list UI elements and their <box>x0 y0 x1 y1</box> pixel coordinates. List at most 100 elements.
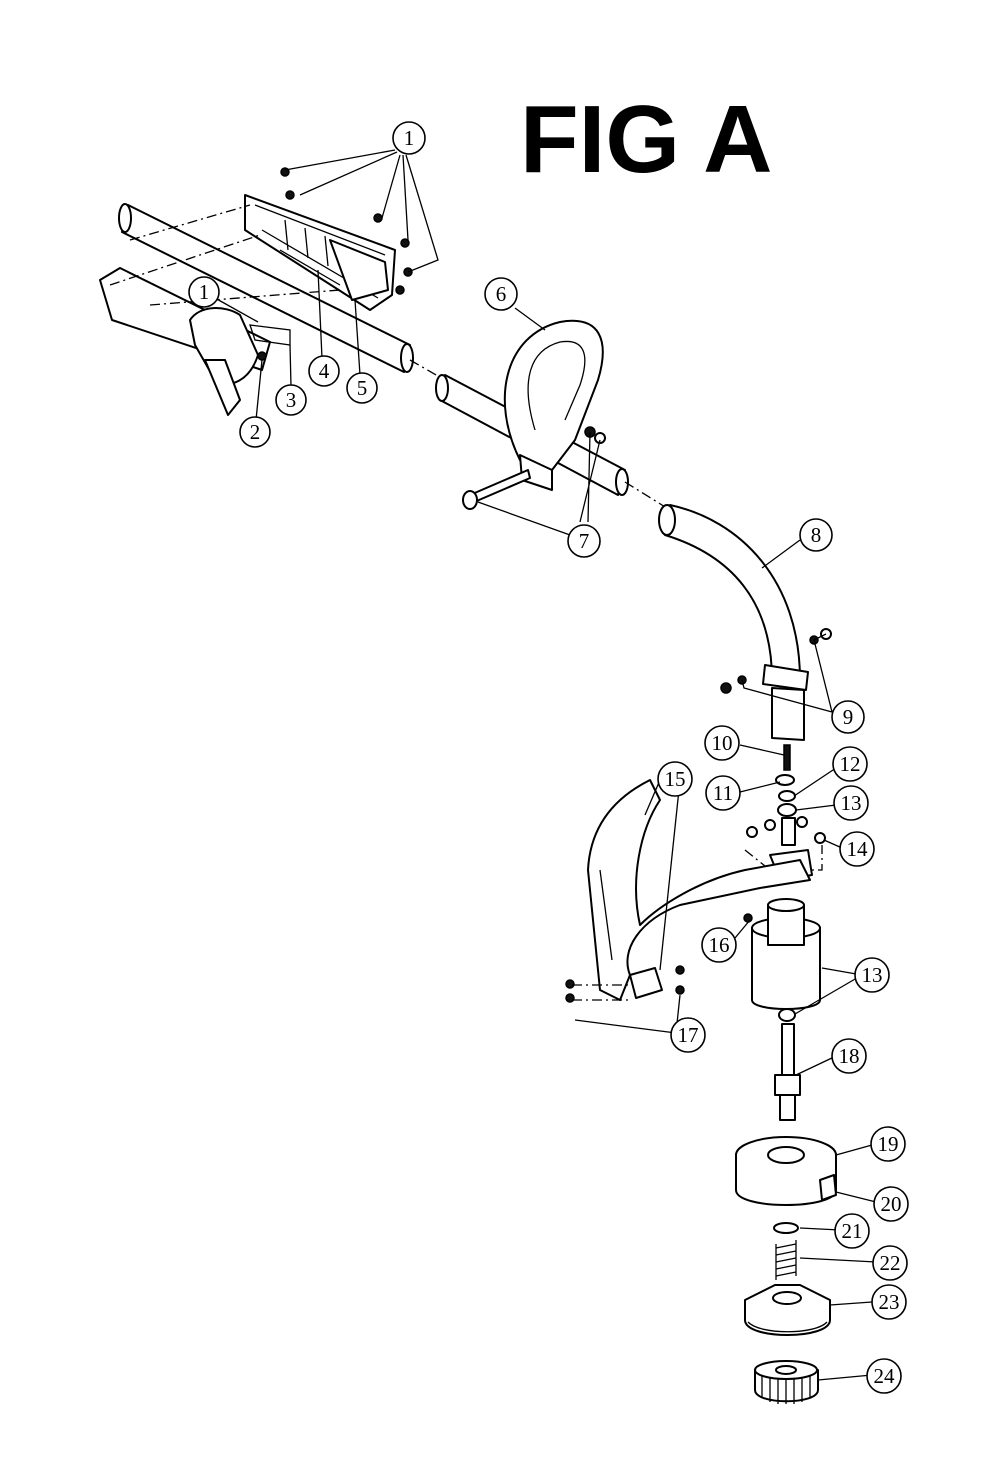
callout-18: 18 <box>831 1038 867 1074</box>
callout-11: 11 <box>705 775 741 811</box>
curved-shaft-end <box>658 504 676 536</box>
trigger-lever <box>204 359 241 416</box>
svg-text:4: 4 <box>319 359 330 383</box>
curved-shaft-8 <box>664 504 801 681</box>
guard-assembly <box>565 744 826 1010</box>
trimmer-head-assembly <box>735 1008 837 1404</box>
svg-text:12: 12 <box>840 752 861 776</box>
housing-latch <box>329 239 389 301</box>
screw-14a <box>746 826 758 838</box>
middle-shaft-end <box>435 374 449 402</box>
svg-text:5: 5 <box>357 376 368 400</box>
svg-text:19: 19 <box>878 1132 899 1156</box>
screw-14c <box>796 816 808 828</box>
housing-ribs <box>254 204 386 299</box>
assembly-lines-guard-screws <box>572 984 630 1001</box>
svg-text:1: 1 <box>404 126 415 150</box>
callout-13-lower: 13 <box>854 957 890 993</box>
callout-1-side: 1 <box>188 276 220 308</box>
screw-14b <box>764 819 776 831</box>
loop-handle-6 <box>503 319 604 471</box>
svg-text:14: 14 <box>847 837 869 861</box>
callout-12: 12 <box>832 746 868 782</box>
middle-shaft-assembly <box>409 319 671 511</box>
svg-text:13: 13 <box>862 963 883 987</box>
screw-17d <box>675 985 685 995</box>
svg-text:3: 3 <box>286 388 297 412</box>
drive-cable-10 <box>783 744 791 771</box>
nut-2 <box>257 351 267 361</box>
figure-title: FIG A <box>520 86 772 193</box>
handle-clamp <box>519 454 553 491</box>
callout-4: 4 <box>308 355 340 387</box>
svg-text:15: 15 <box>665 767 686 791</box>
svg-text:7: 7 <box>579 529 590 553</box>
washer-21 <box>773 1222 799 1234</box>
leader-lines <box>214 149 877 1381</box>
line-spool-23 <box>744 1284 831 1336</box>
svg-text:2: 2 <box>250 420 261 444</box>
callout-22: 22 <box>872 1245 908 1281</box>
assembly-line-mid-b <box>624 481 671 511</box>
callout-19: 19 <box>870 1126 906 1162</box>
handle-washer <box>594 432 606 444</box>
svg-text:16: 16 <box>709 933 730 957</box>
loop-handle-inner <box>527 340 586 431</box>
middle-shaft-cut-end <box>615 468 629 496</box>
rod-4 <box>279 249 341 286</box>
spacer <box>781 817 796 846</box>
guard-edge <box>599 869 613 961</box>
screw-17b <box>565 993 575 1003</box>
grass-guard-15 <box>587 779 811 1001</box>
screw-16 <box>743 913 753 923</box>
svg-text:11: 11 <box>713 781 733 805</box>
curved-shaft-assembly <box>658 504 832 741</box>
callout-13-upper: 13 <box>833 785 869 821</box>
bump-knob-ridges <box>761 1376 811 1404</box>
svg-text:20: 20 <box>881 1192 902 1216</box>
callout-23: 23 <box>871 1284 907 1320</box>
screw-17c <box>675 965 685 975</box>
bushing-12 <box>778 790 796 802</box>
callout-3: 3 <box>275 384 307 416</box>
arbor-tip <box>779 1094 796 1121</box>
washer-11 <box>775 774 795 786</box>
svg-text:21: 21 <box>842 1219 863 1243</box>
bearing-13a <box>777 803 797 817</box>
guard-blade-bracket <box>629 967 663 999</box>
callout-14: 14 <box>839 831 875 867</box>
callout-5: 5 <box>346 372 378 404</box>
svg-text:6: 6 <box>496 282 507 306</box>
callout-2: 2 <box>239 416 271 448</box>
callout-10: 10 <box>704 725 740 761</box>
callout-1-top: 1 <box>392 121 426 155</box>
spool-housing-hub <box>767 1146 805 1164</box>
callout-6: 6 <box>484 277 518 311</box>
housing-screws <box>257 167 413 361</box>
callout-17: 17 <box>670 1017 706 1053</box>
svg-text:17: 17 <box>678 1023 699 1047</box>
callout-9: 9 <box>831 700 865 734</box>
spool-hub <box>772 1291 802 1305</box>
svg-text:1: 1 <box>199 280 210 304</box>
assembly-line-mid-a <box>409 359 446 381</box>
svg-text:13: 13 <box>841 791 862 815</box>
callout-7: 7 <box>567 524 601 558</box>
assembly-lines-upper <box>109 204 341 306</box>
spring-sides <box>775 1240 797 1280</box>
callout-24: 24 <box>866 1358 902 1394</box>
gear-head-neck-top <box>767 898 805 912</box>
handle-bolt-head <box>462 490 478 510</box>
svg-text:23: 23 <box>879 1290 900 1314</box>
callout-8: 8 <box>799 518 833 552</box>
screw-14d <box>814 832 826 844</box>
callout-20: 20 <box>873 1186 909 1222</box>
callout-15: 15 <box>657 761 693 797</box>
svg-text:18: 18 <box>839 1044 860 1068</box>
callout-16: 16 <box>701 927 737 963</box>
line-eyelet-20 <box>819 1174 837 1201</box>
handle-bolt <box>469 469 531 504</box>
bearing-13c <box>778 1008 796 1022</box>
